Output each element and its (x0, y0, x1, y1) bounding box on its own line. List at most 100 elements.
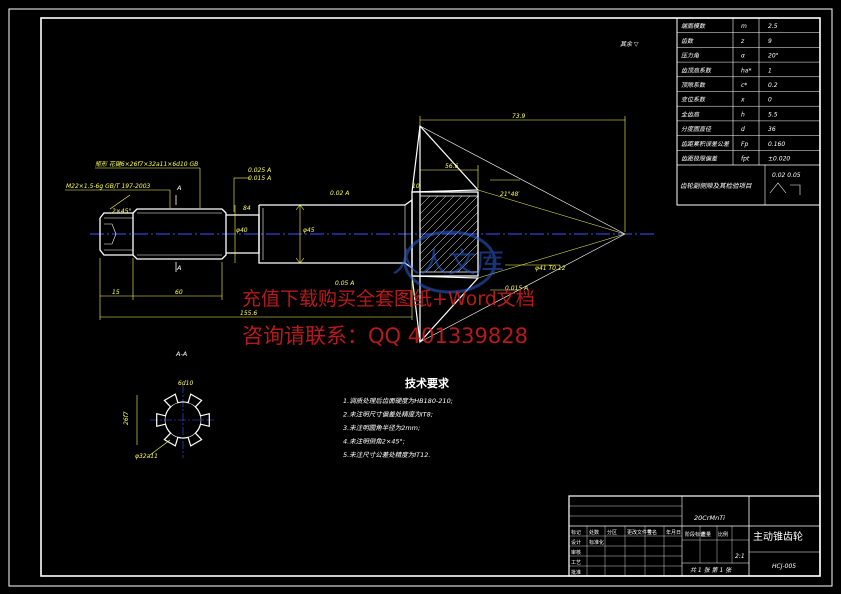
title-block-label: 工艺 (571, 560, 581, 566)
param-row-value: 5.5 (768, 111, 778, 118)
param-row-label: 齿距累积误差公差 (681, 140, 730, 148)
watermark-line-1: 充值下载购买全套图纸+Word文档 (242, 288, 535, 310)
spline-root-circle (164, 401, 202, 439)
param-row-value: 0.2 (768, 82, 778, 89)
section-width: 6d10 (178, 380, 193, 387)
title-block-label: 批准 (571, 569, 581, 576)
roughness-note: 其余 ▽ (620, 40, 639, 48)
dim-small-2: 10 (412, 183, 420, 190)
tolerance-frame-1: 0.025 A (248, 167, 271, 174)
section-mark-bottom: A (176, 264, 181, 272)
param-row-symbol: m (741, 23, 747, 30)
dimension-lines (65, 116, 626, 320)
chamfer-dim: 2×45° (112, 208, 131, 215)
title-block-label: 审核 (571, 549, 581, 556)
dim-overall-length: 155.6 (240, 310, 257, 317)
param-row-value: 2.5 (768, 23, 778, 30)
param-row-label: 齿顶高系数 (681, 66, 712, 74)
part-name: 主动锥齿轮 (753, 530, 803, 543)
param-row-value: 1 (768, 67, 772, 74)
param-row-value: 9 (768, 38, 772, 45)
requirement-item: 3.未注明圆角半径为2mm; (343, 424, 420, 432)
watermark-line-2: 咨询请联系：QQ 401339828 (242, 324, 528, 348)
param-row-value: 36 (768, 126, 776, 133)
bevel-gear-cone (411, 124, 626, 344)
material: 20CrMnTi (694, 514, 725, 522)
param-row-symbol: z (740, 38, 745, 45)
param-row-symbol: fpt (741, 156, 750, 163)
title-block-label: 更改文件号 (627, 529, 652, 536)
param-row-symbol: Fp (741, 141, 748, 148)
param-row-label: 压力角 (681, 52, 700, 60)
section-mark-top: A (176, 184, 181, 192)
param-row-value: 0.160 (768, 141, 785, 148)
requirement-item: 5.未注尺寸公差处精度为IT12. (343, 451, 430, 459)
param-row-label: 顶隙系数 (681, 81, 706, 89)
parameter-table: 端面模数 m 2.5 齿数 z 9 压力角 α 20° 齿顶高系数 ha* 1 顶隙系数 c* 0.2 变位系… (676, 17, 821, 206)
requirement-item: 2.未注明尺寸偏差处精度为IT8; (343, 411, 433, 419)
section-depth: 26f7 (123, 411, 130, 425)
sheet-count: 共 1 张 第 1 张 (690, 566, 732, 574)
runout-frame-1: 0.05 A (335, 280, 354, 287)
param-row-value: 20° (768, 53, 779, 60)
dim-cone-length: 73.9 (512, 113, 526, 120)
section-label: A-A (175, 350, 187, 358)
thread-callout: M22×1.5-6g GB/T 197-2003 (66, 183, 151, 190)
requirement-item: 4.未注明倒角2×45°; (343, 438, 405, 446)
tolerance-symbol (769, 182, 801, 195)
param-row-label: 齿距极限偏差 (681, 155, 718, 163)
title-block: 20CrMnTi 主动锥齿轮 2:1 共 1 张 第 1 张 HCJ-005 标… (568, 495, 821, 577)
title-block-label: 分区 (607, 529, 617, 536)
param-row-value: 0 (768, 97, 772, 104)
outer-frame (8, 8, 833, 587)
technical-requirements: 技术要求 1.调质处理后齿面硬度为HB180-210; 2.未注明尺寸偏差处精度为… (343, 376, 453, 459)
title-block-label: 处数 (589, 529, 599, 536)
title-block-label: 签名 (647, 529, 657, 536)
inner-frame (40, 17, 821, 577)
param-row-label: 端面模数 (681, 22, 706, 30)
param-row-label: 分度圆直径 (681, 125, 712, 133)
tolerance-frame-3: 0.02 A (330, 190, 349, 197)
param-footer-label: 齿轮副侧隙及其检验项目 (680, 182, 752, 190)
dim-shaft-dia: φ45 (303, 227, 315, 234)
section-bottom: φ32a11 (135, 453, 158, 460)
dim-neck-dia: φ40 (236, 227, 248, 234)
scale: 2:1 (735, 553, 745, 560)
dim-small-1: 84 (243, 205, 251, 212)
title-block-label: 设计 (571, 539, 581, 546)
param-row-symbol: x (740, 97, 745, 104)
title-block-label: 标准化 (589, 539, 604, 546)
param-row-label: 齿数 (681, 37, 694, 45)
section-hatch (420, 196, 478, 272)
param-row-symbol: α (741, 53, 745, 60)
param-row-symbol: ha* (741, 67, 751, 74)
section-marks: A A (175, 184, 181, 272)
runout-frame-2: 0.015 A (505, 285, 528, 292)
spline-callout: 矩形 花键6×26f7×32a11×6d10 GB (95, 160, 198, 168)
watermark-logo: 人人文库 (392, 230, 504, 294)
param-row-label: 变位系数 (681, 96, 706, 104)
requirement-item: 1.调质处理后齿面硬度为HB180-210; (343, 397, 453, 405)
param-footer-value: 0.02 0.05 (772, 172, 801, 179)
dim-segment-2: 60 (175, 289, 183, 296)
requirements-title: 技术要求 (405, 376, 450, 390)
param-row-symbol: h (741, 111, 745, 118)
title-block-label: 标记 (571, 529, 581, 536)
param-row-label: 全齿高 (681, 110, 700, 118)
dim-segment-1: 15 (112, 289, 120, 296)
watermark-logo-text: 人人文库 (392, 246, 504, 279)
drawing-number: HCJ-005 (772, 563, 796, 570)
param-row-symbol: d (741, 126, 745, 133)
tolerance-frame-2: 0.015 A (248, 175, 271, 182)
section-view-aa: A-A 26f7 6d10 φ32a11 (123, 350, 215, 460)
dim-cone-small: 56.6 (445, 163, 459, 170)
cone-note: φ41 T0.12 (535, 265, 566, 272)
title-block-label: 重量 (701, 531, 711, 538)
title-block-label: 年月日 (666, 529, 681, 536)
title-block-label: 阶段标记 (685, 531, 705, 538)
param-row-value: ±0.020 (768, 156, 790, 163)
param-row-symbol: c* (741, 82, 747, 89)
title-block-label: 比例 (718, 531, 728, 538)
cone-angle: 21°48′ (500, 191, 520, 198)
